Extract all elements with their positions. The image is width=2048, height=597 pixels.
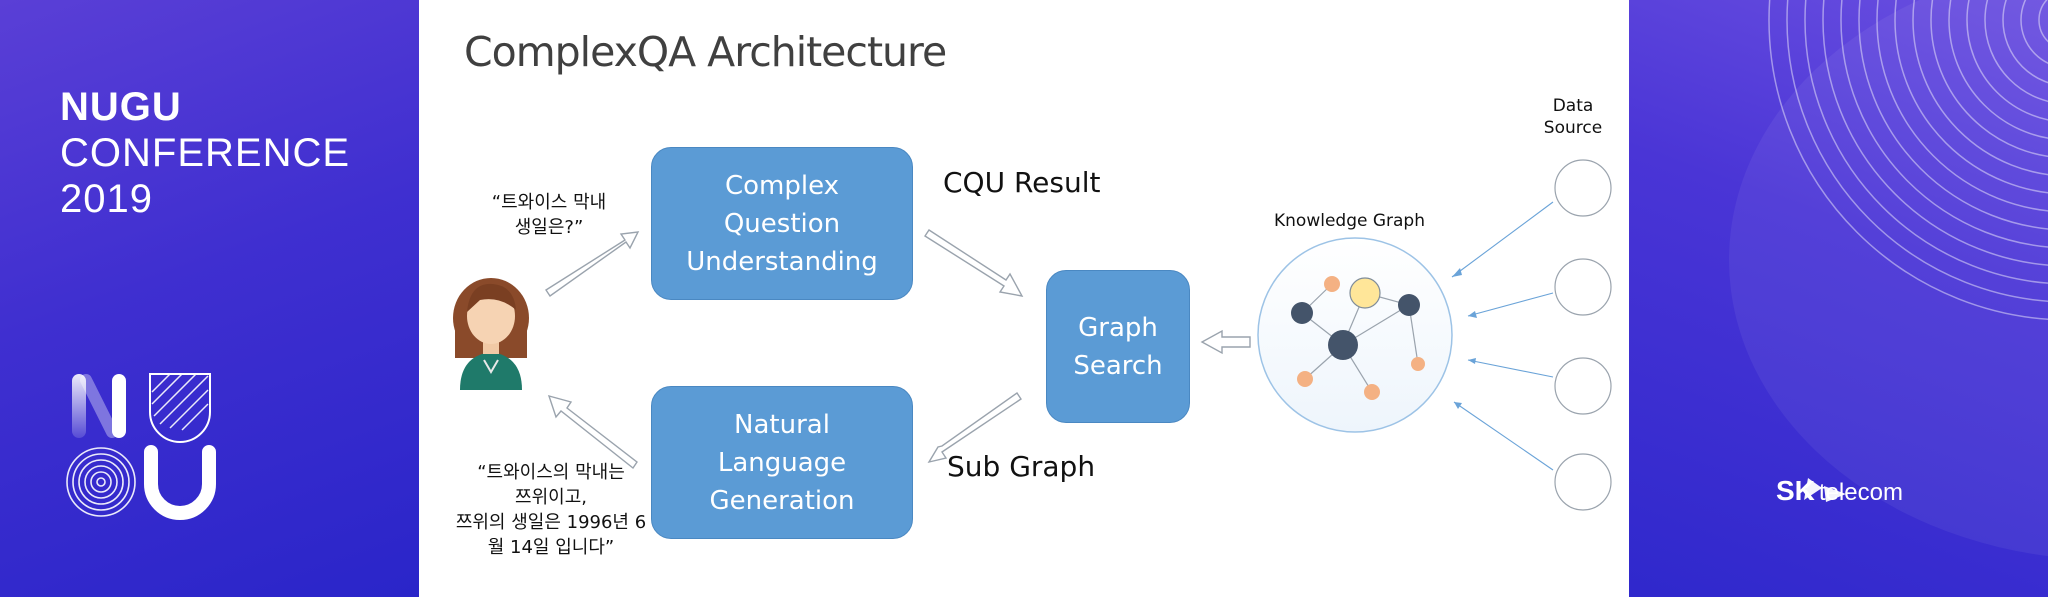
data-source-nodes bbox=[1451, 159, 1612, 511]
arrow-question-to-cqu bbox=[545, 231, 640, 297]
knowledge-graph-label: Knowledge Graph bbox=[1274, 211, 1425, 231]
arrow-nlg-to-answer bbox=[547, 394, 638, 470]
system-answer-quote: “트와이스의 막내는 쯔위이고, 쯔위의 생일은 1996년 6 월 14일 입… bbox=[455, 462, 647, 558]
graph-search-box: Graph Search bbox=[1046, 270, 1190, 423]
sub-graph-label: Sub Graph bbox=[947, 450, 1096, 483]
arrow-graph-search-to-nlg bbox=[927, 392, 1022, 464]
sk-telecom-logo-mark bbox=[1804, 478, 1846, 502]
concentric-rings-decoration bbox=[1729, 0, 2048, 557]
left-brand-panel: NUGU CONFERENCE 2019 bbox=[0, 0, 419, 597]
knowledge-graph-illustration bbox=[1257, 237, 1453, 433]
user-person-icon bbox=[453, 278, 529, 390]
data-source-node bbox=[1554, 258, 1612, 316]
arrow-cqu-to-graph-search bbox=[924, 229, 1024, 297]
conference-title: NUGU CONFERENCE 2019 bbox=[60, 84, 350, 222]
conference-title-line3: 2019 bbox=[60, 177, 153, 221]
complex-question-understanding-box: Complex Question Understanding bbox=[651, 147, 913, 300]
flow-arrows bbox=[545, 229, 1251, 470]
right-brand-panel bbox=[1629, 0, 2048, 597]
data-source-node bbox=[1554, 159, 1612, 217]
conference-title-line2: CONFERENCE bbox=[60, 131, 351, 175]
data-source-node bbox=[1554, 453, 1612, 511]
natural-language-generation-box: Natural Language Generation bbox=[651, 386, 913, 539]
conference-title-line1: NUGU bbox=[60, 85, 182, 129]
slide-title: ComplexQA Architecture bbox=[464, 28, 947, 76]
cqu-result-label: CQU Result bbox=[943, 166, 1101, 199]
telecom-brand-text: telecom bbox=[1818, 479, 1903, 506]
sk-brand-text: SK bbox=[1776, 475, 1815, 506]
nugu-logo bbox=[66, 373, 216, 520]
data-source-label: Data Source bbox=[1543, 96, 1603, 138]
user-question-quote: “트와이스 막내 생일은?” bbox=[491, 192, 607, 238]
data-source-node bbox=[1554, 357, 1612, 415]
arrow-kg-to-graph-search bbox=[1200, 329, 1251, 355]
